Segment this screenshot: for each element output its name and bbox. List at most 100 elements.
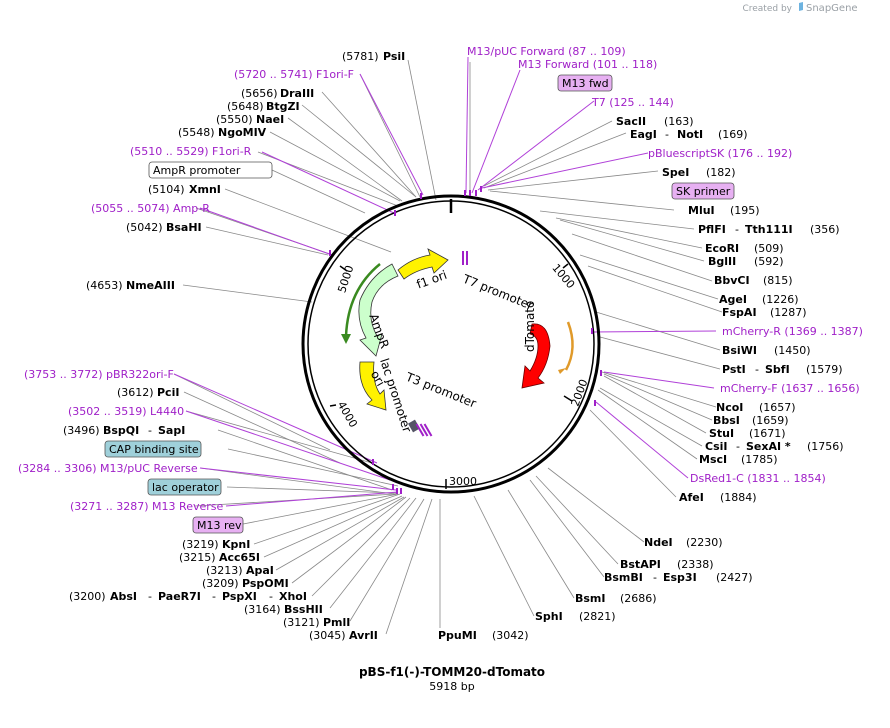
csii-label: CsiI <box>705 440 727 453</box>
tth111i-label: Tth111I <box>745 223 793 236</box>
sexai-label: SexAI * <box>746 440 791 453</box>
dtomato-label: dTomato <box>523 301 537 352</box>
mcherry-r-label: mCherry-R (1369 .. 1387) <box>722 325 863 338</box>
features: f1 ori T7 promoter dTomato AmpR ori lac … <box>329 186 602 494</box>
dtomato-arrow <box>521 323 551 389</box>
primer-lines <box>173 56 717 507</box>
bsiwi-label: BsiWI <box>722 344 757 357</box>
scale-3000: 3000 <box>449 475 477 488</box>
bspqi-label: BspQI <box>103 424 139 437</box>
btgzi-label: BtgZI <box>266 100 300 113</box>
acc65i-label: Acc65I <box>219 551 260 564</box>
scale-4000: 4000 <box>335 399 360 430</box>
m13-rev-box-label: M13 rev <box>197 519 242 532</box>
pcii-label: PciI <box>157 386 179 399</box>
noti-label: NotI <box>677 128 703 141</box>
backbone-outer-strand <box>301 194 601 494</box>
pspomi-pos: (3209) <box>202 577 239 590</box>
bsmi-label: BsmI <box>575 592 606 605</box>
ppumi-pos: (3042) <box>492 629 529 642</box>
bsiwi-pos: (1450) <box>774 344 811 357</box>
bglii-pos: (592) <box>754 255 784 268</box>
bsmbi-label: BsmBI <box>604 571 643 584</box>
tth111i-pos: (356) <box>810 223 840 236</box>
afei-pos: (1884) <box>720 491 757 504</box>
bsshii-pos: (3164) <box>244 603 281 616</box>
svg-text:-: - <box>735 223 739 236</box>
connector-lines <box>173 59 723 635</box>
sbfi-label: SbfI <box>765 363 790 376</box>
dsred1-c-label: DsRed1-C (1831 .. 1854) <box>690 472 826 485</box>
pbr322ori-f-label: (3753 .. 3772) pBR322ori-F <box>24 368 174 381</box>
kpni-pos: (3219) <box>182 538 219 551</box>
mlui-label: MluI <box>688 204 715 217</box>
afei-label: AfeI <box>679 491 704 504</box>
ori-label: ori <box>368 368 388 389</box>
pspxi-label: PspXI <box>222 590 257 603</box>
spei-label: SpeI <box>662 166 689 179</box>
cap-box-label: CAP binding site <box>109 443 199 456</box>
pflfi-label: PflFI <box>698 223 726 236</box>
sacii-pos: (163) <box>664 115 694 128</box>
bbvci-label: BbvCI <box>714 274 750 287</box>
snapgene-credit: Created by SnapGene <box>742 2 858 14</box>
cap-box <box>104 440 202 458</box>
eagi-label: EagI <box>630 128 657 141</box>
svg-text:-: - <box>736 440 740 453</box>
m13-reverse-label: (3271 .. 3287) M13 Reverse <box>70 500 223 513</box>
f1-ori-arrow <box>397 248 449 280</box>
sexai-pos: (1756) <box>807 440 844 453</box>
m13-forward-label: M13 Forward (101 .. 118) <box>518 58 657 71</box>
ncoi-label: NcoI <box>716 401 743 414</box>
sacii-label: SacII <box>616 115 646 128</box>
snapgene-logo-icon <box>799 2 803 11</box>
ecori-label: EcoRI <box>705 242 739 255</box>
primer-ticks <box>329 186 602 494</box>
label-boxes: M13 fwd SK primer AmpR promoter CAP bind… <box>104 74 735 534</box>
psii-label: PsiI <box>383 50 405 63</box>
apai-pos: (3213) <box>206 564 243 577</box>
absi-label: AbsI <box>110 590 137 603</box>
bstapi-label: BstAPI <box>620 558 661 571</box>
scale-1000: 1000 <box>549 261 577 291</box>
fspai-label: FspAI <box>722 306 757 319</box>
sphi-label: SphI <box>535 610 563 623</box>
mlui-pos: (195) <box>730 204 760 217</box>
esp3i-label: Esp3I <box>663 571 697 584</box>
ngomiv-pos: (5548) <box>178 126 215 139</box>
sphi-pos: (2821) <box>579 610 616 623</box>
svg-text:-: - <box>148 424 152 437</box>
msci-label: MscI <box>699 453 727 466</box>
amp-r-label: (5055 .. 5074) Amp-R <box>91 202 210 215</box>
xmni-pos: (5104) <box>148 183 185 196</box>
paer7i-label: PaeR7I <box>158 590 201 603</box>
agei-label: AgeI <box>719 293 747 306</box>
bsmi-pos: (2686) <box>620 592 657 605</box>
nmeaiii-pos: (4653) <box>86 279 123 292</box>
ampr-cds-arc <box>344 263 381 337</box>
stui-pos: (1671) <box>749 427 786 440</box>
svg-text:-: - <box>665 128 669 141</box>
psti-label: PstI <box>722 363 746 376</box>
lac-region-markers <box>408 419 433 437</box>
ngomiv-label: NgoMIV <box>218 126 267 139</box>
pbluescript-sk-label: pBluescriptSK (176 .. 192) <box>648 147 792 160</box>
sk-primer-box <box>671 182 735 200</box>
ampr-promoter-box <box>148 161 273 179</box>
t7-primer-label: T7 (125 .. 144) <box>591 96 674 109</box>
ecori-pos: (509) <box>754 242 784 255</box>
svg-text:-: - <box>653 571 657 584</box>
nmeaiii-label: NmeAIII <box>126 279 175 292</box>
fspai-pos: (1287) <box>770 306 807 319</box>
bspqi-pos: (3496) <box>63 424 100 437</box>
credit-app: SnapGene <box>806 3 858 14</box>
m13-fwd-box-label: M13 fwd <box>562 77 609 90</box>
noti-pos: (169) <box>718 128 748 141</box>
ndei-label: NdeI <box>644 536 673 549</box>
draiii-label: DraIII <box>280 87 314 100</box>
t3-promoter-label: T3 promoter <box>403 369 478 410</box>
apai-label: ApaI <box>246 564 274 577</box>
m13-puc-reverse-label: (3284 .. 3306) M13/pUC Reverse <box>18 462 198 475</box>
